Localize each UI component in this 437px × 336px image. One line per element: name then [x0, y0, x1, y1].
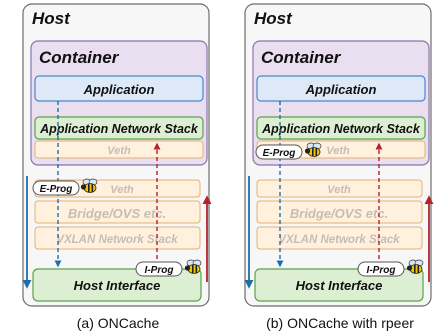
- application-box: [256, 75, 426, 102]
- host-veth-box: [256, 179, 423, 198]
- ingress-program-tag: I-Prog: [357, 261, 405, 277]
- container-label: Container: [261, 48, 342, 67]
- vxlan-box: [34, 226, 201, 250]
- bridge-box: [34, 200, 201, 224]
- panel-a: Host Container Application Application N…: [22, 3, 212, 331]
- ingress-program-tag: I-Prog: [135, 261, 183, 277]
- netstack-label: Application Network Stack: [39, 122, 199, 136]
- svg-text:E-Prog: E-Prog: [40, 184, 73, 195]
- vxlan-box: [256, 226, 423, 250]
- host-interface-label: Host Interface: [296, 278, 383, 293]
- host-label: Host: [254, 9, 293, 28]
- host-interface-box: [32, 268, 202, 302]
- egress-program-tag: E-Prog: [255, 144, 303, 160]
- vxlan-label: VXLAN Network Stack: [278, 234, 400, 246]
- panel-b: Host Container Application Application N…: [244, 3, 434, 331]
- host-veth-label: Veth: [110, 184, 134, 196]
- egress-program-tag: E-Prog: [32, 180, 80, 196]
- svg-text:I-Prog: I-Prog: [145, 265, 174, 276]
- application-label: Application: [83, 82, 155, 97]
- caption: (b) ONCache with rpeer: [266, 315, 414, 331]
- application-label: Application: [305, 82, 377, 97]
- netstack-label: Application Network Stack: [261, 122, 421, 136]
- container-label: Container: [39, 48, 120, 67]
- netstack-box: [34, 116, 204, 140]
- host-interface-box: [254, 268, 424, 302]
- bridge-label: Bridge/OVS etc.: [290, 206, 388, 221]
- container-veth-label: Veth: [326, 145, 350, 157]
- svg-text:E-Prog: E-Prog: [263, 148, 296, 159]
- vxlan-label: VXLAN Network Stack: [56, 234, 178, 246]
- bridge-box: [256, 200, 423, 224]
- svg-text:I-Prog: I-Prog: [367, 265, 396, 276]
- application-box: [34, 75, 204, 102]
- netstack-box: [256, 116, 426, 140]
- bridge-label: Bridge/OVS etc.: [68, 206, 166, 221]
- container-veth-label: Veth: [107, 145, 131, 157]
- container-veth-box: [34, 140, 204, 159]
- host-veth-label: Veth: [327, 184, 351, 196]
- caption: (a) ONCache: [77, 315, 160, 331]
- host-interface-label: Host Interface: [74, 278, 161, 293]
- host-label: Host: [32, 9, 71, 28]
